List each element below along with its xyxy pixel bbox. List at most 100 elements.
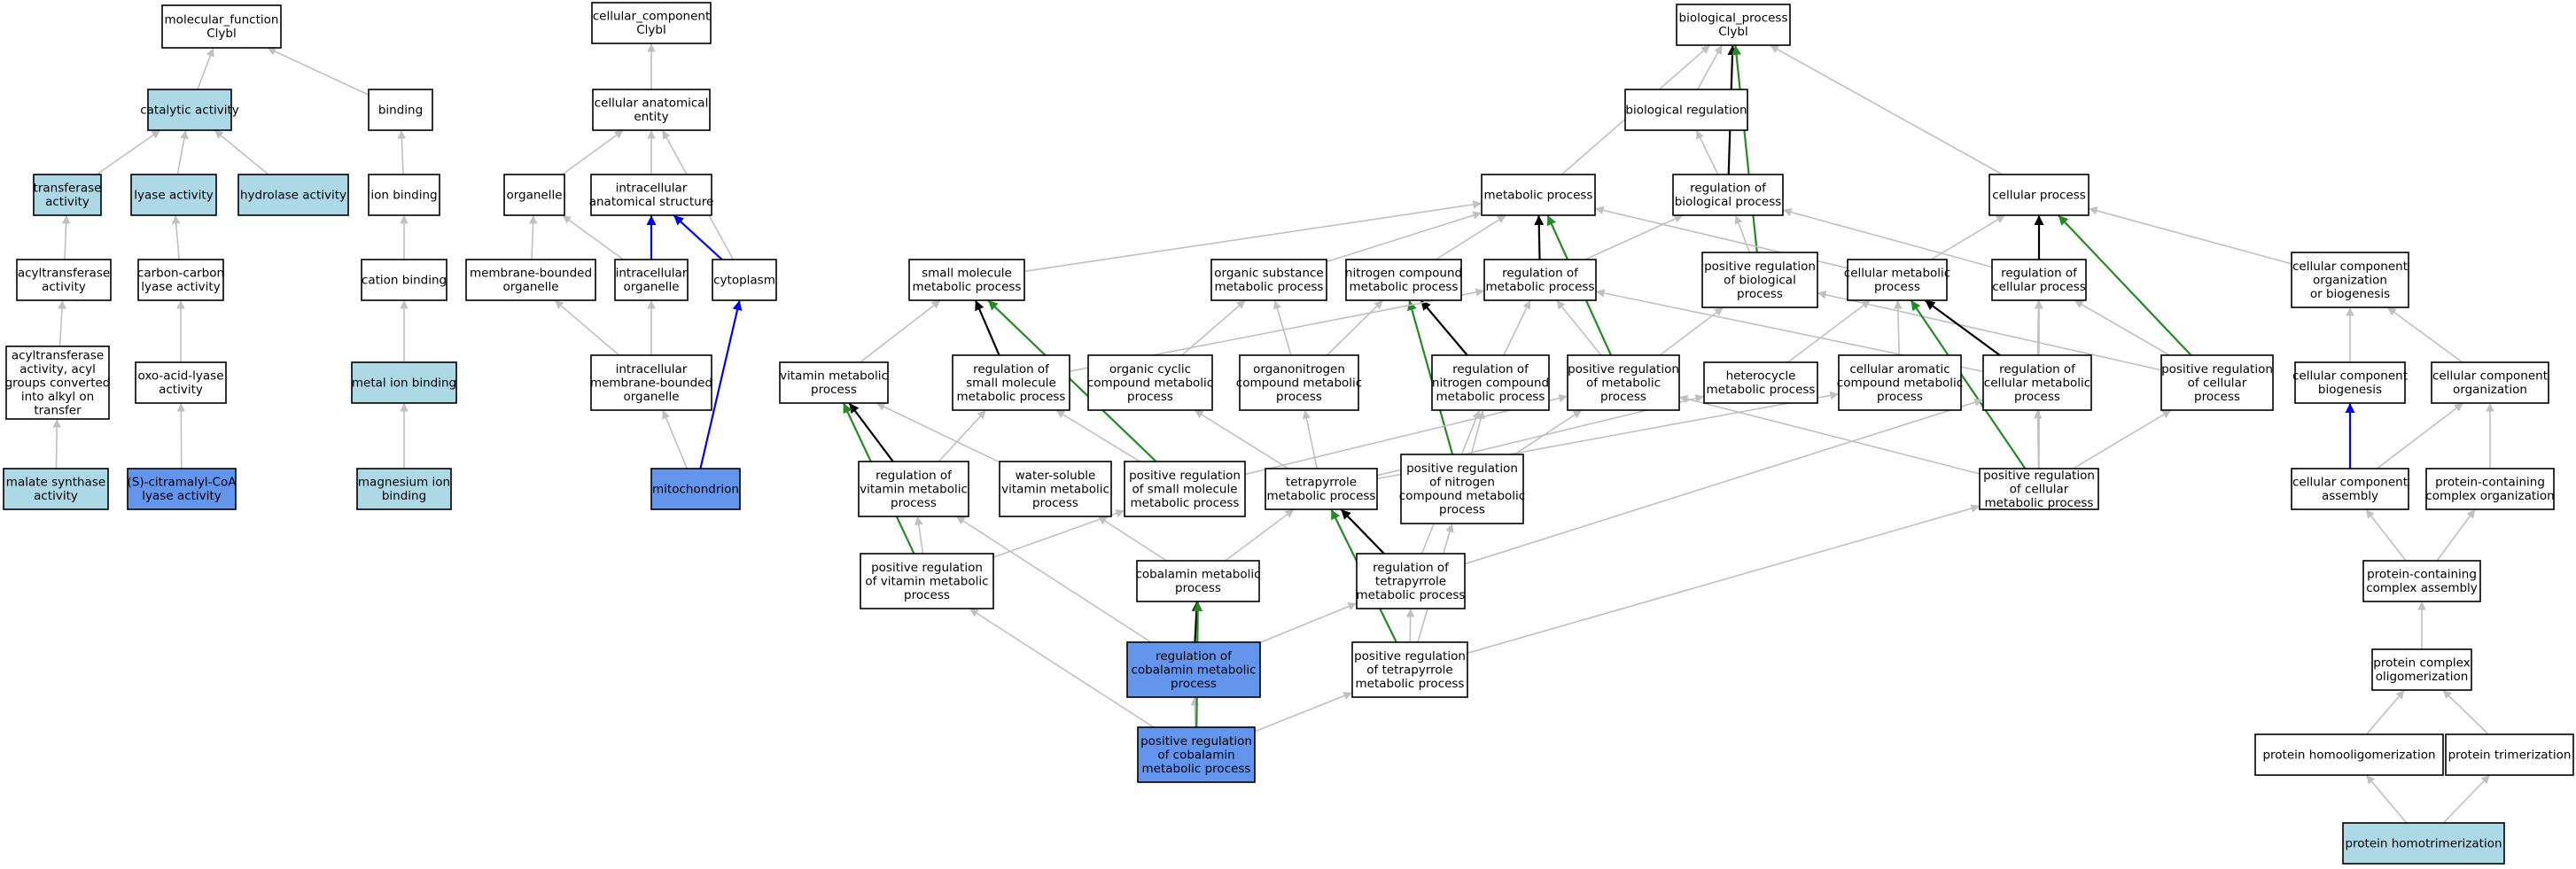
go-term-node-lyase[interactable]: lyase activity [130, 174, 217, 216]
edge-rtmp-to-rcmp [1464, 398, 1984, 565]
go-term-node-org[interactable]: organelle [503, 174, 565, 216]
go-term-node-phomo[interactable]: protein homooligomerization [2254, 733, 2444, 776]
node-label-line: organization [2313, 273, 2387, 287]
go-term-node-cyto[interactable]: cytoplasm [712, 259, 777, 301]
node-label-line: positive regulation [1129, 469, 1241, 483]
edge-cellp-to-bp [1769, 44, 2004, 175]
node-label-line: biogenesis [2318, 383, 2382, 397]
edge-prncmp-to-rncmp [1470, 409, 1485, 455]
go-term-node-ptri[interactable]: protein trimerization [2445, 733, 2574, 776]
node-label-line: regulation of [1156, 649, 1233, 663]
node-label-line: cellular component [2432, 369, 2548, 384]
node-box [614, 259, 689, 301]
go-term-node-metp[interactable]: metabolic process [1481, 174, 1596, 216]
edge-acyl-to-trans [61, 214, 71, 260]
edge-wsvmp-to-vmp [876, 402, 1000, 463]
node-label-line: Clybl [206, 27, 237, 41]
edge-rvmp-to-rsmmp [938, 409, 987, 462]
go-term-node-phomotri[interactable]: protein homotrimerization [2342, 822, 2505, 865]
node-box [3, 468, 109, 510]
go-term-node-bind[interactable]: binding [368, 89, 433, 131]
go-term-node-breg[interactable]: biological regulation [1624, 89, 1748, 131]
go-term-node-ionb[interactable]: ion binding [368, 174, 440, 216]
node-box [2291, 252, 2409, 308]
go-term-node-catb[interactable]: cation binding [361, 259, 447, 301]
node-label-line: small molecule [922, 267, 1012, 281]
edge-hmp-to-cmp [1787, 299, 1871, 363]
node-label-line: protein trimerization [2448, 748, 2572, 762]
node-label-line: acyltransferase [18, 267, 110, 281]
node-box [1124, 461, 1246, 517]
edge-prcp-to-cellp [2058, 214, 2192, 356]
go-term-node-cellp[interactable]: cellular process [1988, 174, 2090, 216]
node-label-line: activity [42, 280, 86, 294]
go-term-node-mito[interactable]: mitochondrion [650, 468, 741, 510]
node-label-line: regulation of [1690, 182, 1767, 196]
go-term-node-metal[interactable]: metal ion binding [351, 361, 457, 404]
edge-tmp-to-occmp [1194, 409, 1289, 469]
node-label-line: compound metabolic [1837, 376, 1963, 390]
node-box [2254, 733, 2444, 776]
edge-cobmp-to-tmp [1225, 508, 1295, 562]
go-term-node-cat[interactable]: catalytic activity [140, 89, 239, 131]
go-term-node-hydro[interactable]: hydrolase activity [237, 174, 349, 216]
node-label-line: assembly [2322, 489, 2378, 503]
node-label-line: organelle [623, 280, 679, 294]
edge-rcobmp-to-rtmp [1259, 602, 1358, 644]
